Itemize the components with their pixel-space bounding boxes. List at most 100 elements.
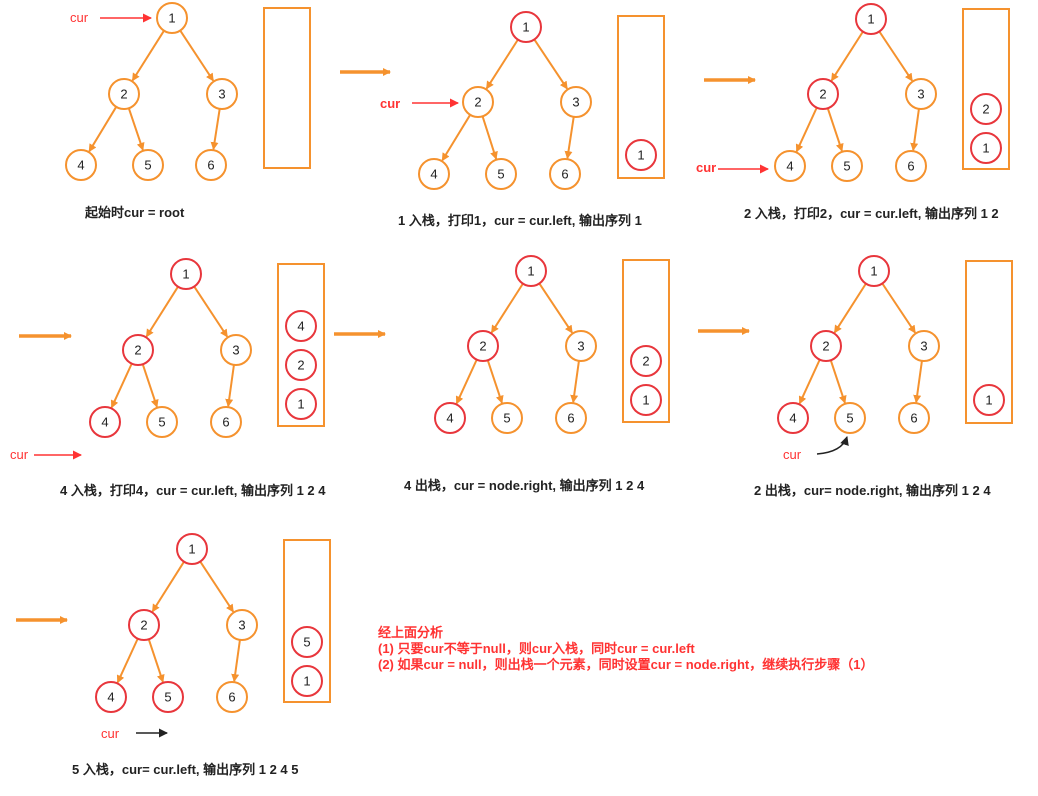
tree-node-3: 3: [226, 609, 258, 641]
tree-node-1: 1: [515, 255, 547, 287]
tree-node-4: 4: [418, 158, 450, 190]
tree-node-3: 3: [905, 78, 937, 110]
cur-label-step-1: cur: [380, 96, 400, 111]
node-label: 3: [238, 618, 245, 633]
caption-step-1: 1 入栈，打印1，cur = cur.left, 输出序列 1: [398, 213, 642, 228]
node-label: 1: [637, 148, 644, 163]
tree-node-5: 5: [132, 149, 164, 181]
tree-node-3: 3: [560, 86, 592, 118]
tree-edge: [147, 638, 165, 683]
stack-item-2: 2: [630, 345, 662, 377]
tree-edge: [878, 30, 913, 82]
node-label: 1: [168, 11, 175, 26]
node-label: 2: [982, 102, 989, 117]
node-label: 2: [819, 87, 826, 102]
tree-node-6: 6: [195, 149, 227, 181]
stack-item-5: 5: [291, 626, 323, 658]
node-label: 1: [870, 264, 877, 279]
stack-item-1: 1: [625, 139, 657, 171]
caption-step-3: 4 入栈，打印4，cur = cur.left, 输出序列 1 2 4: [60, 483, 326, 498]
tree-node-6: 6: [216, 681, 248, 713]
analysis-line-1: (1) 只要cur不等于null，则cur入栈，同时cur = cur.left: [378, 641, 695, 656]
node-label: 3: [218, 87, 225, 102]
node-label: 1: [982, 141, 989, 156]
analysis-note: 经上面分析 (1) 只要cur不等于null，则cur入栈，同时cur = cu…: [378, 625, 873, 673]
tree-node-4: 4: [434, 402, 466, 434]
node-label: 1: [182, 267, 189, 282]
node-label: 6: [228, 690, 235, 705]
tree-edge: [441, 114, 472, 162]
node-label: 1: [297, 397, 304, 412]
tree-edge: [131, 30, 165, 82]
tree-edge: [485, 39, 519, 90]
tree-node-2: 2: [128, 609, 160, 641]
node-label: 3: [920, 339, 927, 354]
tree-node-3: 3: [908, 330, 940, 362]
node-label: 6: [207, 158, 214, 173]
node-label: 1: [642, 393, 649, 408]
stack-box: [622, 259, 670, 423]
tree-edge: [110, 363, 133, 409]
node-label: 4: [789, 411, 796, 426]
node-label: 6: [907, 159, 914, 174]
stack-item-2: 2: [970, 93, 1002, 125]
tree-edge: [913, 360, 923, 404]
tree-node-6: 6: [895, 150, 927, 182]
tree-node-5: 5: [146, 406, 178, 438]
analysis-title: 经上面分析: [378, 625, 444, 640]
node-label: 1: [188, 542, 195, 557]
node-label: 4: [446, 411, 453, 426]
node-label: 3: [917, 87, 924, 102]
tree-node-4: 4: [774, 150, 806, 182]
node-label: 5: [846, 411, 853, 426]
node-label: 1: [522, 20, 529, 35]
tree-edge: [795, 107, 818, 153]
tree-edge: [486, 359, 504, 404]
tree-node-1: 1: [170, 258, 202, 290]
node-label: 5: [497, 167, 504, 182]
node-label: 2: [134, 343, 141, 358]
tree-edge: [231, 639, 241, 683]
cur-arrow-step-5: [816, 436, 849, 455]
stack-item-1: 1: [970, 132, 1002, 164]
tree-node-5: 5: [152, 681, 184, 713]
tree-edge: [564, 116, 575, 160]
node-label: 3: [232, 343, 239, 358]
tree-node-5: 5: [834, 402, 866, 434]
node-label: 5: [164, 690, 171, 705]
stack-box: [617, 15, 665, 179]
stack-box: [263, 7, 311, 169]
tree-edge: [141, 363, 159, 408]
tree-edge: [533, 38, 568, 90]
node-label: 1: [527, 264, 534, 279]
tree-node-1: 1: [855, 3, 887, 35]
tree-edge: [151, 561, 185, 613]
caption-step-5: 2 出栈，cur= node.right, 输出序列 1 2 4: [754, 483, 991, 498]
tree-node-6: 6: [898, 402, 930, 434]
tree-node-4: 4: [89, 406, 121, 438]
tree-edge: [225, 364, 235, 408]
node-label: 4: [107, 690, 114, 705]
tree-node-3: 3: [206, 78, 238, 110]
tree-edge: [829, 359, 847, 404]
tree-node-1: 1: [510, 11, 542, 43]
node-label: 5: [303, 635, 310, 650]
tree-edge: [193, 285, 229, 338]
tree-node-2: 2: [467, 330, 499, 362]
node-label: 4: [430, 167, 437, 182]
stack-item-1: 1: [630, 384, 662, 416]
tree-edge: [145, 286, 179, 338]
tree-edge: [127, 107, 145, 151]
node-label: 4: [297, 319, 304, 334]
stack-item-2: 2: [285, 349, 317, 381]
tree-edge: [179, 29, 215, 82]
node-label: 4: [101, 415, 108, 430]
tree-edge: [455, 359, 478, 405]
node-label: 2: [297, 358, 304, 373]
tree-edge: [210, 108, 221, 151]
